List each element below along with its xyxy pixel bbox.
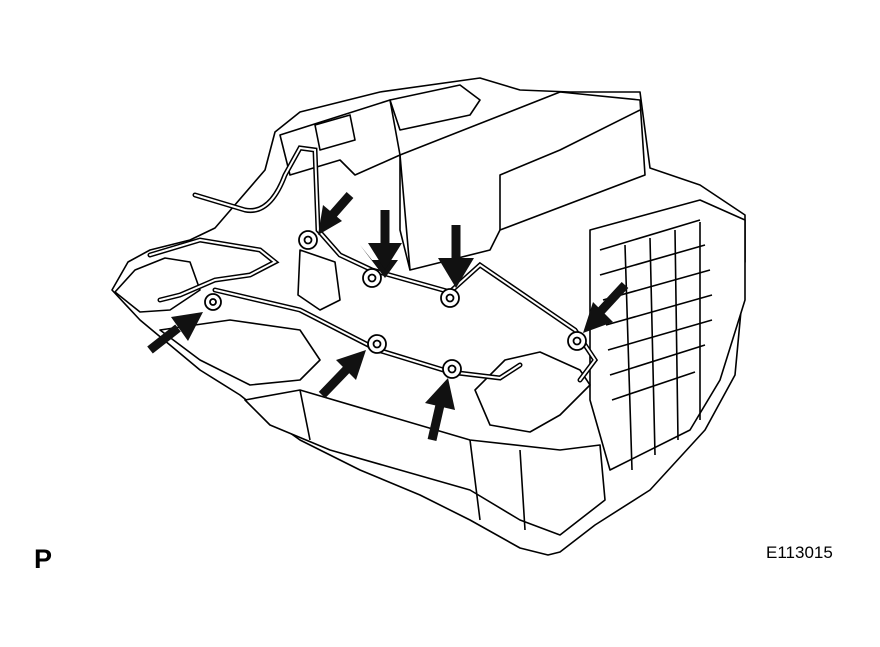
wire-harness-inner xyxy=(149,146,597,381)
callout-arrows xyxy=(147,192,629,442)
figure-id: E113015 xyxy=(766,543,833,562)
arrow-1 xyxy=(318,192,354,235)
bolt-1 xyxy=(298,230,318,250)
arrow-5 xyxy=(318,350,366,399)
bolt-2 xyxy=(362,268,382,288)
housing-body xyxy=(111,77,746,556)
arrow-3 xyxy=(438,225,474,288)
bolt-5 xyxy=(367,334,387,354)
arrow-7 xyxy=(147,312,203,354)
position-label: P xyxy=(34,544,53,574)
bolt-3 xyxy=(440,288,460,308)
bolt-6 xyxy=(442,359,462,379)
bolts xyxy=(204,230,587,379)
bolt-4 xyxy=(567,331,587,351)
bolt-7 xyxy=(204,293,222,311)
arrow-6 xyxy=(425,378,455,442)
arrow-2 xyxy=(360,210,402,278)
arrow-4 xyxy=(583,281,629,333)
